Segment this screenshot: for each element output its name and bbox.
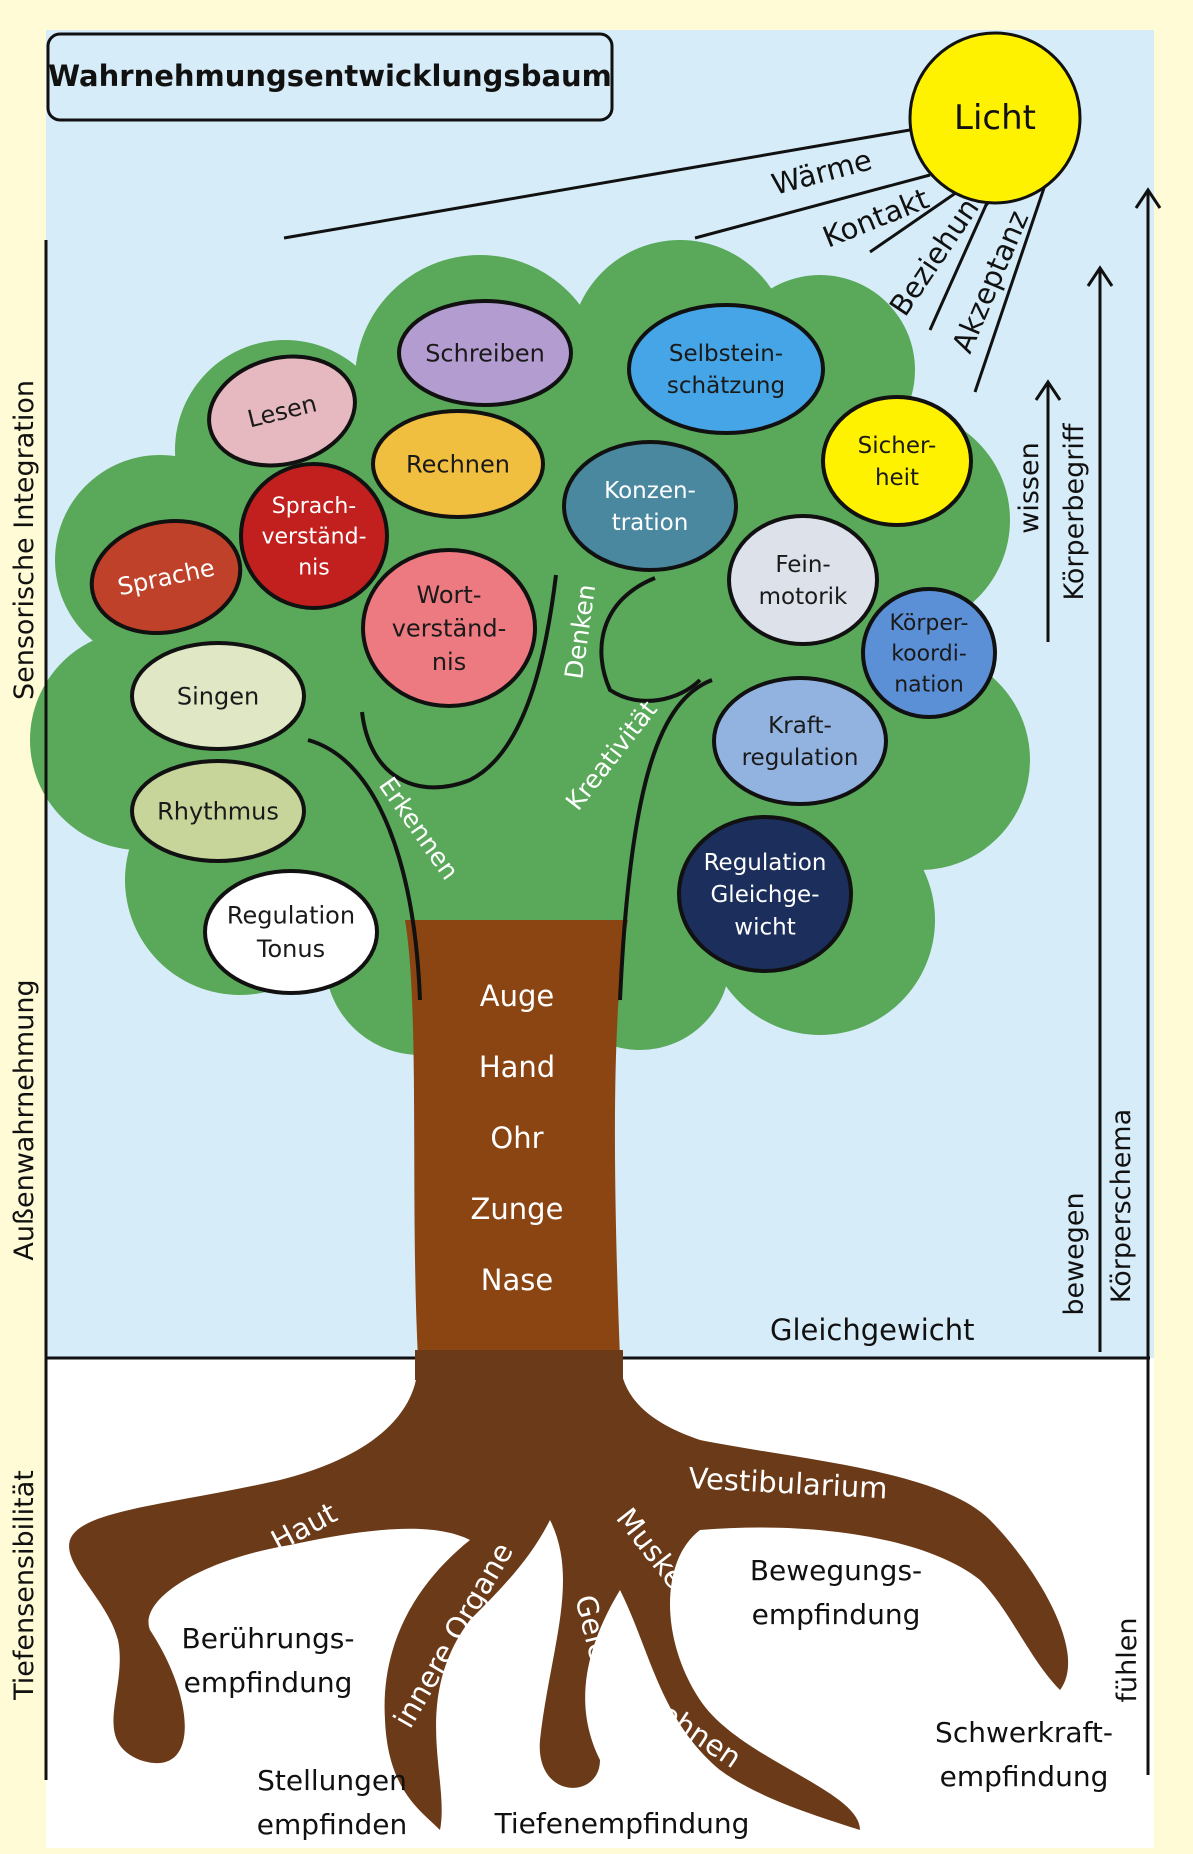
sun [908,31,1082,205]
left-axis-tiefensensibilitaet: Tiefensensibilität [9,1470,40,1701]
crown-bubble-label: Rechnen [406,450,510,478]
crown-bubbles: SchreibenLesenRechnenSprach-verständ-nis… [89,299,997,995]
crown-bubble-shape [712,676,888,806]
crown-bubble-shape [861,587,997,719]
title-box [46,32,614,122]
crown-bubble: Konzen-tration [562,440,738,572]
crown-bubble-shape [89,518,243,636]
crown-bubble-label: Kraft-regulation [742,713,859,771]
crown-bubble-shape [130,759,306,863]
crown-bubble: Sprach-verständ-nis [239,462,389,610]
crown-bubble-label: Fein-motorik [759,552,848,610]
right-axis-fuehlen: fühlen [1112,1618,1143,1703]
crown-bubble: Wort-verständ-nis [361,548,537,708]
crown-bubble-label: Körper-koordi-nation [890,611,969,698]
crown-bubble: Rhythmus [130,759,306,863]
crown-bubble: Kraft-regulation [712,676,888,806]
crown-bubble: Singen [130,641,306,751]
right-axis-wissen: wissen [1014,442,1045,533]
right-axis-arrows [1034,187,1162,1775]
crown-bubble-label: Konzen-tration [604,478,696,536]
crown-bubble-shape [562,440,738,572]
crown-bubble-shape [677,815,853,973]
crown-bubble-label: Selbstein-schätzung [667,341,785,399]
crown-bubble-shape [361,548,537,708]
ground-label: Gleichgewicht [770,1313,974,1347]
trunk-word: Ohr [490,1121,543,1155]
crown-bubble: Selbstein-schätzung [627,303,825,435]
sun-rays [283,128,1047,393]
trunk-word: Hand [479,1050,555,1084]
crown-bubble: Sprache [89,518,243,636]
trunk-words: Auge Hand Ohr Zunge Nase [471,979,564,1297]
crown-bubble-label: Wort-verständ-nis [392,581,507,676]
crown-bubble-shape [130,641,306,751]
branch-lines [307,574,713,1001]
page-title: Wahrnehmungsentwicklungsbaum [48,59,612,93]
right-axis-koerperbegriff: Körperbegriff [1059,422,1090,600]
tree-trunk [405,920,628,1358]
crown-bubble: Lesen [207,354,357,468]
crown-bubble: Körper-koordi-nation [861,587,997,719]
trunk-word: Nase [481,1263,553,1297]
crown-bubble: Sicher-heit [821,395,973,527]
crown-bubble-label: Sprach-verständ-nis [261,494,366,581]
crown-bubble-shape [239,462,389,610]
left-axis-aussenwahrnehmung: Außenwahrnehmung [9,979,40,1260]
crown-bubble-label: Rhythmus [157,797,279,825]
crown-bubble-shape [397,299,573,407]
crown-bubble: Rechnen [371,409,545,519]
under-label: Schwerkraft-empfindung [935,1716,1113,1793]
crown-bubble-shape [203,869,379,995]
trunk-base [415,1350,623,1380]
crown-bubble: Fein-motorik [727,514,879,646]
crown-bubble-shape [371,409,545,519]
crown-bubble-shape [727,514,879,646]
crown-bubble-label: Singen [177,682,259,710]
trunk-word: Zunge [471,1192,564,1226]
crown-bubble-label: Sicher-heit [858,433,937,491]
crown-bubble-shape [627,303,825,435]
sun-label: Licht [954,98,1036,138]
crown-bubble-label: Schreiben [425,339,545,367]
crown-bubble: Schreiben [397,299,573,407]
under-label: Bewegungs-empfindung [750,1554,922,1631]
left-axis-sensorische-integration: Sensorische Integration [9,380,40,700]
trunk-word: Auge [480,979,554,1013]
right-axis-koerperschema: Körperschema [1106,1109,1137,1303]
under-label: Berührungs-empfindung [182,1622,355,1699]
crown-bubble-shape [207,354,357,468]
right-axis-bewegen: bewegen [1059,1192,1090,1315]
crown-bubble-shape [821,395,973,527]
under-label: Tiefenempfindung [494,1807,750,1840]
tree-roots [69,1358,1069,1830]
